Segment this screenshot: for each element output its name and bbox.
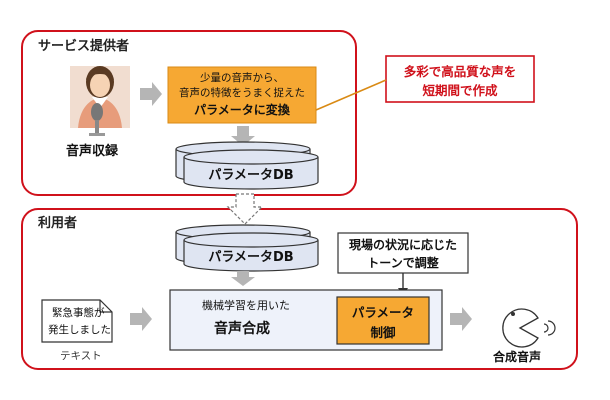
param-box xyxy=(167,66,317,124)
recording-label: 音声収録 xyxy=(66,144,119,159)
tone-line2: トーンで調整 xyxy=(367,256,439,270)
arrow-to-synth xyxy=(130,307,152,331)
provider-db-cylinder xyxy=(175,141,319,190)
control-box xyxy=(336,296,430,345)
note-line1: 緊急事態が xyxy=(52,307,105,319)
arrow-provider-to-user xyxy=(226,193,264,225)
arrow-to-provider-db xyxy=(231,126,255,146)
woman-icon xyxy=(70,66,130,128)
callout-line1: 多彩で高品質な声を xyxy=(403,64,517,79)
callout-pointer xyxy=(315,79,387,111)
note-line2: 発生しました xyxy=(48,324,111,336)
synth-line1: 機械学習を用いた xyxy=(202,299,290,312)
note-paper xyxy=(41,299,113,343)
user-db-cylinder xyxy=(175,224,319,272)
synth-line2: 音声合成 xyxy=(214,321,270,337)
param-box-line1: 少量の音声から、 xyxy=(200,72,284,84)
pacman-speaker-icon xyxy=(502,308,556,348)
tone-box xyxy=(337,232,469,274)
arrow-to-output xyxy=(450,307,472,331)
text-label: テキスト xyxy=(60,350,102,362)
control-line2: 制御 xyxy=(370,325,396,340)
microphone-icon xyxy=(89,103,105,136)
provider-title: サービス提供者 xyxy=(38,39,130,54)
arrow-to-synth-box xyxy=(231,271,255,286)
output-label: 合成音声 xyxy=(493,350,542,364)
provider-db-label: パラメータDB xyxy=(208,168,294,183)
control-line1: パラメータ xyxy=(351,305,415,320)
param-box-line3: パラメータに変換 xyxy=(194,103,290,117)
user-db-label: パラメータDB xyxy=(208,250,294,265)
tone-line1: 現場の状況に応じた xyxy=(348,238,457,252)
callout-box xyxy=(385,55,535,103)
arrow-to-param-box xyxy=(140,82,162,106)
user-title: 利用者 xyxy=(38,216,78,231)
callout-line2: 短期間で作成 xyxy=(422,83,498,98)
param-box-line2: 音声の特徴をうまく捉えた xyxy=(179,87,305,99)
